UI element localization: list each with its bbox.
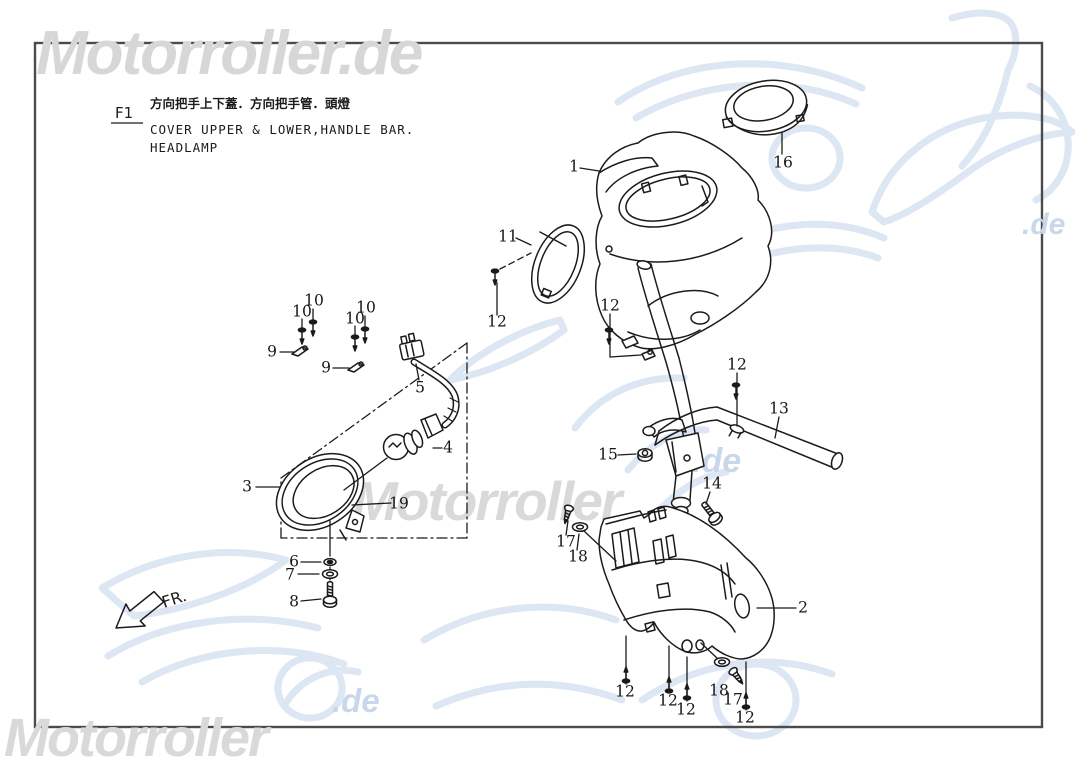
screw-10-pin [350,334,360,352]
screw-12-pin [731,382,741,400]
part-3-headlamp-unit [275,452,365,541]
figure-code: F1 [115,104,133,122]
washer-18 [713,656,731,668]
steering-stem-bracket [642,417,705,517]
part-2-lower-cover [598,505,775,660]
washer-7 [321,568,339,580]
screw-12-pin [741,692,751,710]
screw-10-pin [308,319,318,337]
screw-10-pin [360,326,370,344]
frame-border [33,41,1044,729]
screw-12-pin [621,666,631,684]
washer-6 [323,557,337,567]
leader-lines [255,132,797,711]
title-english-line2: HEADLAMP [150,140,218,155]
part-4-bulb-socket [382,413,444,461]
part-11-meter-cover [530,224,586,304]
bolt-8 [322,580,338,609]
part-9-clips [291,345,365,373]
nut-15 [637,448,653,462]
title-block: F1 方向把手上下蓋．方向把手管．頭燈 COVER UPPER & LOWER,… [111,96,414,155]
screw-12-pin [604,327,614,345]
washer-18 [571,521,589,533]
screw-10-pin [297,327,307,345]
title-english-line1: COVER UPPER & LOWER,HANDLE BAR. [150,122,414,137]
screw-12-pin [682,683,692,701]
title-chinese: 方向把手上下蓋．方向把手管．頭燈 [150,96,351,111]
part-1-upper-cover [595,131,773,350]
part-5-wiring-connector [398,332,460,429]
watermark-top: Motorroller.de [36,19,422,88]
watermark-bottom-suffix: .de [332,682,380,719]
watermark-bottom: Motorroller [4,708,272,768]
watermark-texts: Motorroller.de .de Motorroller .de .de M… [4,19,1065,768]
part-16-instrument-bezel [721,79,809,136]
watermark-center: Motorroller [352,470,625,532]
watermark-right-suffix: .de [1022,208,1065,241]
part-13-handlebar [654,406,844,470]
